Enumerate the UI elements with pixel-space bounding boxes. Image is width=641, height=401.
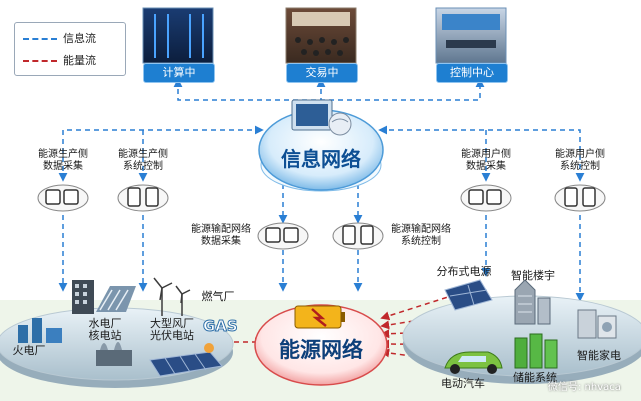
- wind-farm-icon: [153, 277, 191, 316]
- pv-station-icon: [149, 351, 223, 377]
- hydro-nuclear-label: 水电厂核电站: [88, 317, 122, 342]
- collector-trans-ctrl: [332, 222, 384, 250]
- legend-info-label: 信息流: [63, 32, 96, 45]
- collector-user-data: [460, 184, 512, 212]
- legend-info: 信息流: [23, 30, 96, 46]
- collector-prod-ctrl: [117, 184, 169, 212]
- collector-trans-data: [257, 222, 309, 250]
- distributed-label: 分布式电源: [436, 265, 492, 278]
- user-data-label: 能源用户侧数据采集: [461, 149, 511, 172]
- trading-center-label: 交易中: [286, 63, 358, 83]
- storage-label: 储能系统: [513, 371, 557, 384]
- control-center-photo: [435, 7, 507, 64]
- smart-appliance-icon: [577, 309, 617, 339]
- info-network-hub: [258, 99, 384, 192]
- trans-data-label: 能源输配网络数据采集: [191, 224, 251, 247]
- energy-network-title: 能源网络: [279, 338, 363, 362]
- computing-center-label: 计算中: [143, 63, 215, 83]
- legend-energy: 能量流: [23, 52, 96, 68]
- watermark: 微信号: nhvaca: [548, 382, 621, 393]
- nuclear-plant-icon: [96, 342, 132, 366]
- energy-network-hub: [254, 304, 388, 386]
- distributed-pv-icon: [444, 279, 493, 311]
- storage-icon: [514, 333, 558, 369]
- control-center-label: 控制中心: [436, 63, 508, 83]
- hydro-plant-icon: [72, 280, 136, 314]
- legend-energy-line: [23, 60, 57, 62]
- thermal-plant-label: 火电厂: [12, 344, 46, 357]
- computing-center-photo: [142, 7, 214, 64]
- smart-building-icon: [514, 279, 551, 325]
- trading-center-photo: [285, 7, 357, 64]
- ev-icon: [444, 351, 503, 374]
- appliance-label: 智能家电: [577, 349, 621, 362]
- legend-info-line: [23, 38, 57, 40]
- collector-prod-data: [37, 184, 89, 212]
- legend-energy-label: 能量流: [63, 54, 96, 67]
- svg-text:GAS: GAS: [203, 317, 238, 335]
- wind-pv-label: 大型风厂光伏电站: [150, 317, 194, 342]
- info-network-title: 信息网络: [281, 147, 361, 171]
- legend: 信息流 能量流: [14, 22, 126, 76]
- prod-ctrl-label: 能源生产侧系统控制: [118, 149, 168, 172]
- trans-ctrl-label: 能源输配网络系统控制: [391, 224, 451, 247]
- user-ctrl-label: 能源用户侧系统控制: [555, 149, 605, 172]
- ev-label: 电动汽车: [441, 377, 485, 390]
- thermal-plant-icon: [18, 318, 62, 343]
- building-label: 智能楼宇: [511, 269, 555, 282]
- collector-user-ctrl: [554, 184, 606, 212]
- gas-plant-label: 燃气厂: [201, 290, 235, 303]
- gas-plant-icon: GAS: [203, 317, 238, 353]
- prod-data-label: 能源生产侧数据采集: [38, 149, 88, 172]
